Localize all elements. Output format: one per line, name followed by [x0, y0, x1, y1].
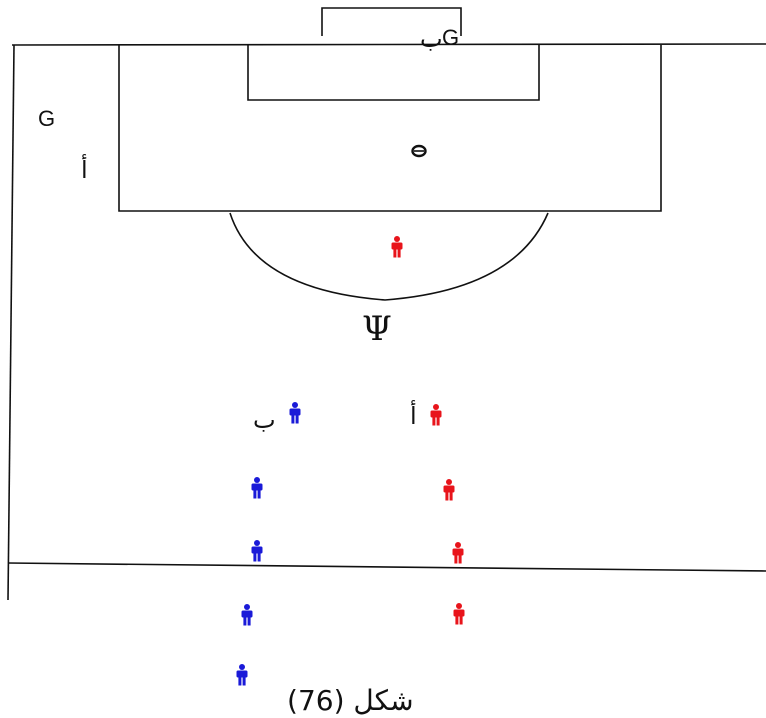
goal-box [321, 7, 462, 36]
goal-area [247, 45, 540, 101]
penalty-arc [229, 212, 549, 301]
ball-icon [411, 144, 427, 158]
player-a-label: أ [410, 400, 417, 430]
red-player-icon [430, 404, 442, 426]
blue-player-icon [236, 664, 248, 686]
blue-player-icon [251, 540, 263, 562]
figure-caption: شكل (76) [287, 684, 414, 717]
blue-player-icon [289, 402, 301, 424]
red-player-icon [443, 479, 455, 501]
goal-line [11, 43, 766, 46]
goalkeeper-left-label: G [38, 106, 55, 131]
goalkeeper-top-arabic-label: ب [420, 25, 443, 53]
left-touchline [7, 44, 15, 601]
penalty-area [118, 45, 662, 212]
goalkeeper-top-label: G [442, 25, 459, 50]
goalkeeper-left-arabic-label: أ [81, 154, 88, 184]
red-player-icon [452, 542, 464, 564]
player-b-label: ب [253, 406, 276, 434]
red-player-icon [391, 236, 403, 258]
blue-player-icon [251, 477, 263, 499]
red-player-icon [453, 603, 465, 625]
start-marker: Ψ [362, 309, 392, 349]
blue-player-icon [241, 604, 253, 626]
pitch [7, 7, 766, 601]
halfway-line [7, 562, 766, 572]
team-blue [236, 402, 301, 686]
